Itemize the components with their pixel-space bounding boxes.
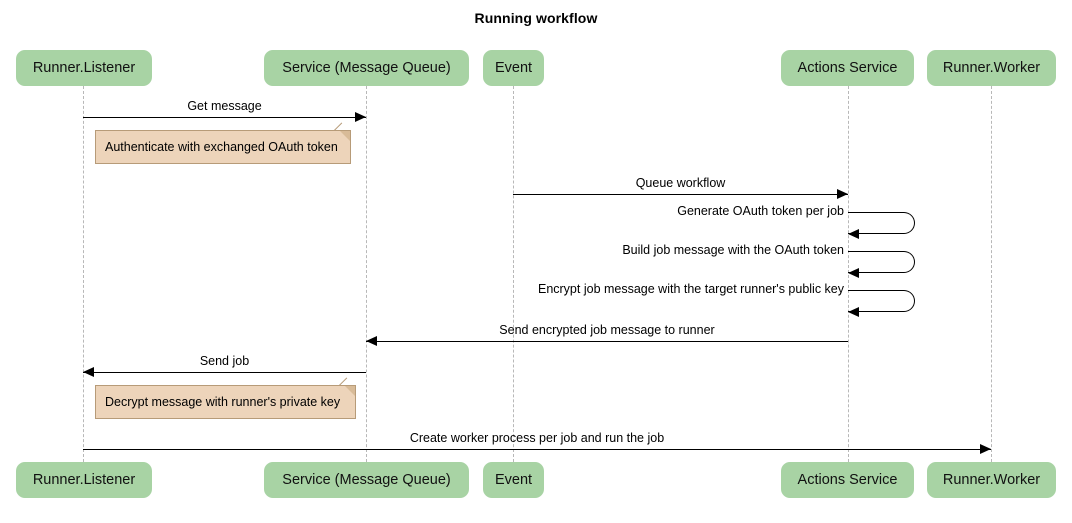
participant-top-runner-worker[interactable]: Runner.Worker [927, 50, 1056, 86]
participant-bottom-runner-listener[interactable]: Runner.Listener [16, 462, 152, 498]
note-fold-corner-icon [345, 386, 355, 396]
lifeline-event [513, 86, 514, 462]
message-label-send-job: Send job [199, 354, 250, 368]
lifeline-runner-worker [991, 86, 992, 462]
message-label-get-message: Get message [187, 99, 262, 113]
note-decrypt: Decrypt message with runner's private ke… [95, 377, 356, 419]
message-label-create-worker: Create worker process per job and run th… [409, 431, 665, 445]
message-label-send-encrypted: Send encrypted job message to runner [499, 323, 715, 337]
diagram-title: Running workflow [474, 10, 598, 26]
note-authenticate-text: Authenticate with exchanged OAuth token [105, 140, 338, 154]
self-message-label-encrypt-job-msg: Encrypt job message with the target runn… [537, 282, 844, 296]
participant-bottom-runner-worker[interactable]: Runner.Worker [927, 462, 1056, 498]
message-line-send-job [83, 372, 366, 373]
arrowhead-generate-token [848, 229, 859, 239]
note-fold-corner-icon [340, 131, 350, 141]
self-message-loop-encrypt-job-msg [848, 290, 915, 312]
arrowhead-build-job-msg [848, 268, 859, 278]
participant-top-actions-service[interactable]: Actions Service [781, 50, 914, 86]
message-label-queue-workflow: Queue workflow [635, 176, 726, 190]
self-message-loop-generate-token [848, 212, 915, 234]
message-line-send-encrypted [366, 341, 848, 342]
arrowhead-encrypt-job-msg [848, 307, 859, 317]
arrowhead-create-worker [980, 444, 991, 454]
self-message-loop-build-job-msg [848, 251, 915, 273]
arrowhead-get-message [355, 112, 366, 122]
message-line-create-worker [83, 449, 991, 450]
participant-bottom-event[interactable]: Event [483, 462, 544, 498]
self-message-label-build-job-msg: Build job message with the OAuth token [622, 243, 844, 257]
participant-top-event[interactable]: Event [483, 50, 544, 86]
participant-top-service-mq[interactable]: Service (Message Queue) [264, 50, 469, 86]
participant-bottom-service-mq[interactable]: Service (Message Queue) [264, 462, 469, 498]
self-message-label-generate-token: Generate OAuth token per job [677, 204, 844, 218]
arrowhead-send-encrypted [366, 336, 377, 346]
message-line-get-message [83, 117, 366, 118]
note-decrypt-text: Decrypt message with runner's private ke… [105, 395, 341, 409]
arrowhead-queue-workflow [837, 189, 848, 199]
note-authenticate: Authenticate with exchanged OAuth token [95, 122, 351, 164]
arrowhead-send-job [83, 367, 94, 377]
lifeline-runner-listener [83, 86, 84, 462]
message-line-queue-workflow [513, 194, 848, 195]
participant-bottom-actions-service[interactable]: Actions Service [781, 462, 914, 498]
participant-top-runner-listener[interactable]: Runner.Listener [16, 50, 152, 86]
lifeline-service-mq [366, 86, 367, 462]
